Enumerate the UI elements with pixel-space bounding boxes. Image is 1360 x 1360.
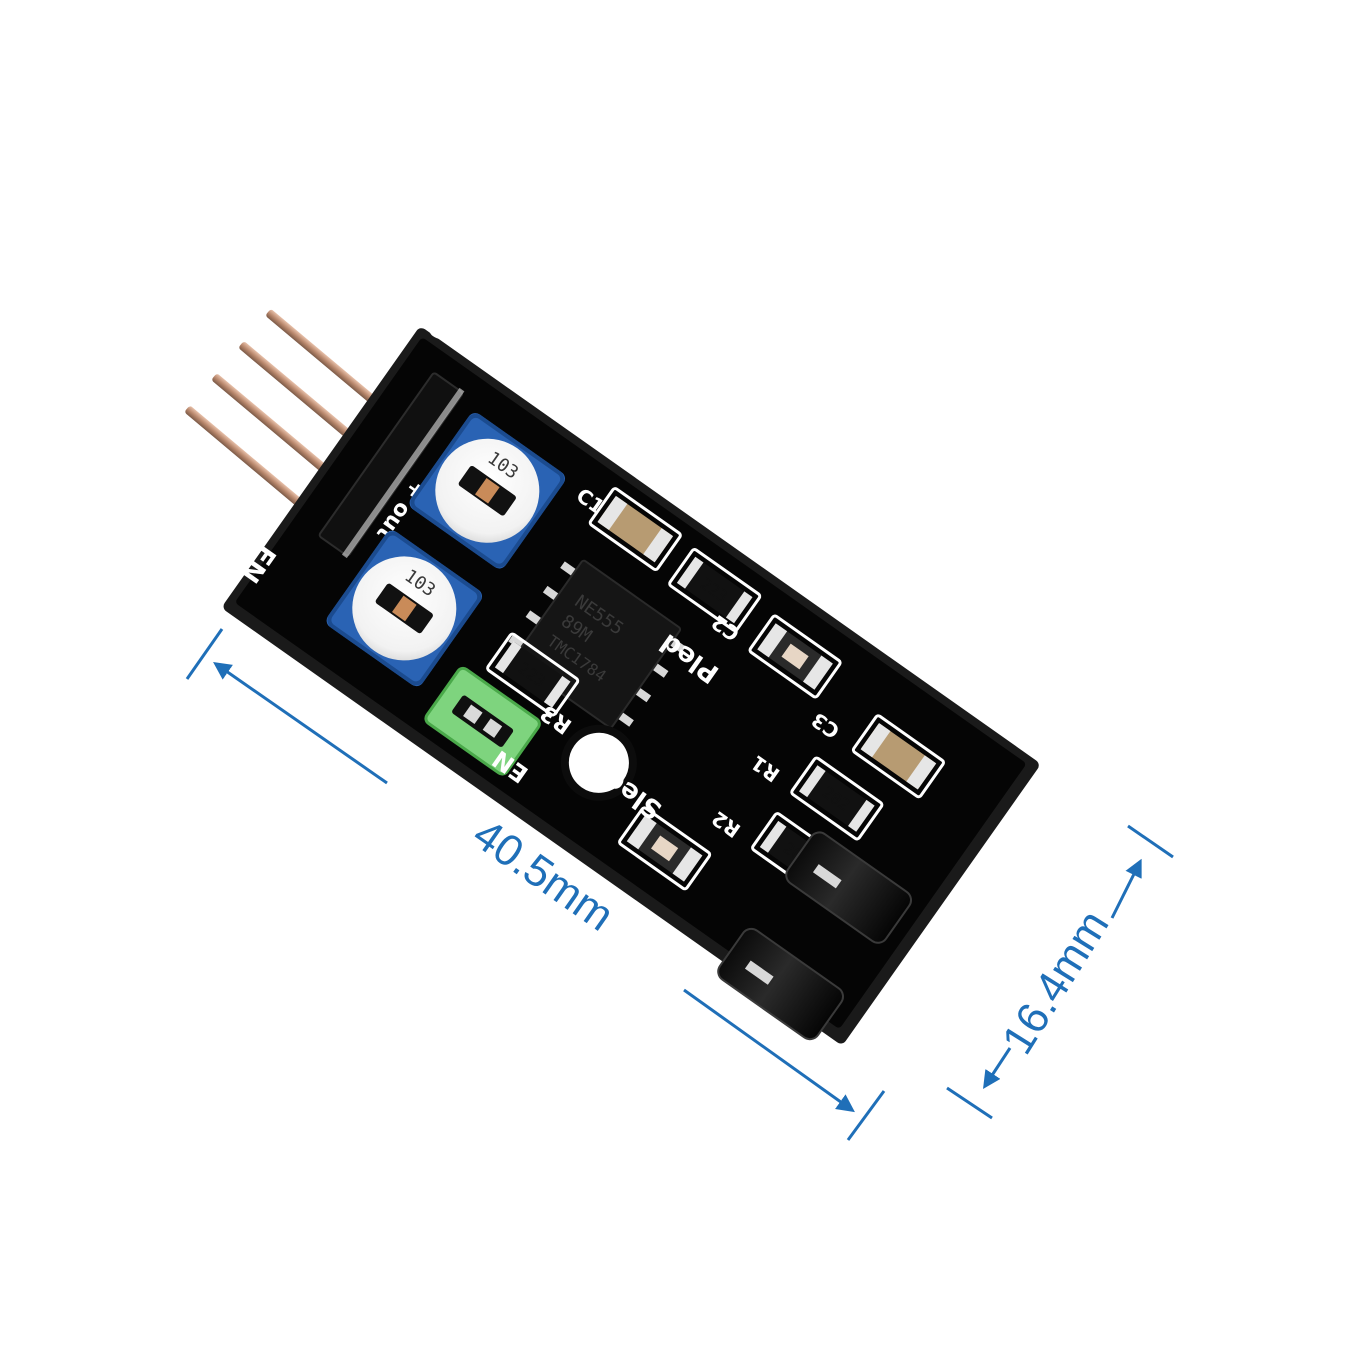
potentiometer-bottom[interactable]: 103 [323, 528, 485, 690]
pin-header-pins [185, 309, 404, 524]
length-tick-right [846, 1090, 886, 1141]
pin-2 [239, 342, 377, 460]
resistor-223-top: 223 [668, 548, 762, 632]
pin-3 [212, 374, 350, 492]
width-tick-top [1127, 824, 1174, 859]
width-tick-bottom [946, 1086, 993, 1120]
width-arrow-top [1110, 858, 1142, 919]
mounting-hole [560, 724, 637, 801]
pcb-board: GND EN + out 103 103 [223, 311, 1039, 1044]
ir-emitter-receiver [717, 831, 913, 1041]
potentiometer-top[interactable]: 103 [406, 410, 568, 572]
length-arrow-right [683, 988, 855, 1113]
width-arrow-bottom [983, 1047, 1012, 1090]
width-dimension: 16.4mm [946, 824, 1174, 1120]
header-highlight [341, 387, 465, 559]
pin-4 [185, 406, 323, 524]
length-tick-left [185, 628, 224, 680]
width-label: 16.4mm [993, 902, 1119, 1063]
length-arrow-left [213, 661, 388, 785]
ir-sensor-module: GND EN + out 103 103 [185, 309, 1039, 1044]
pin-1 [266, 309, 404, 427]
